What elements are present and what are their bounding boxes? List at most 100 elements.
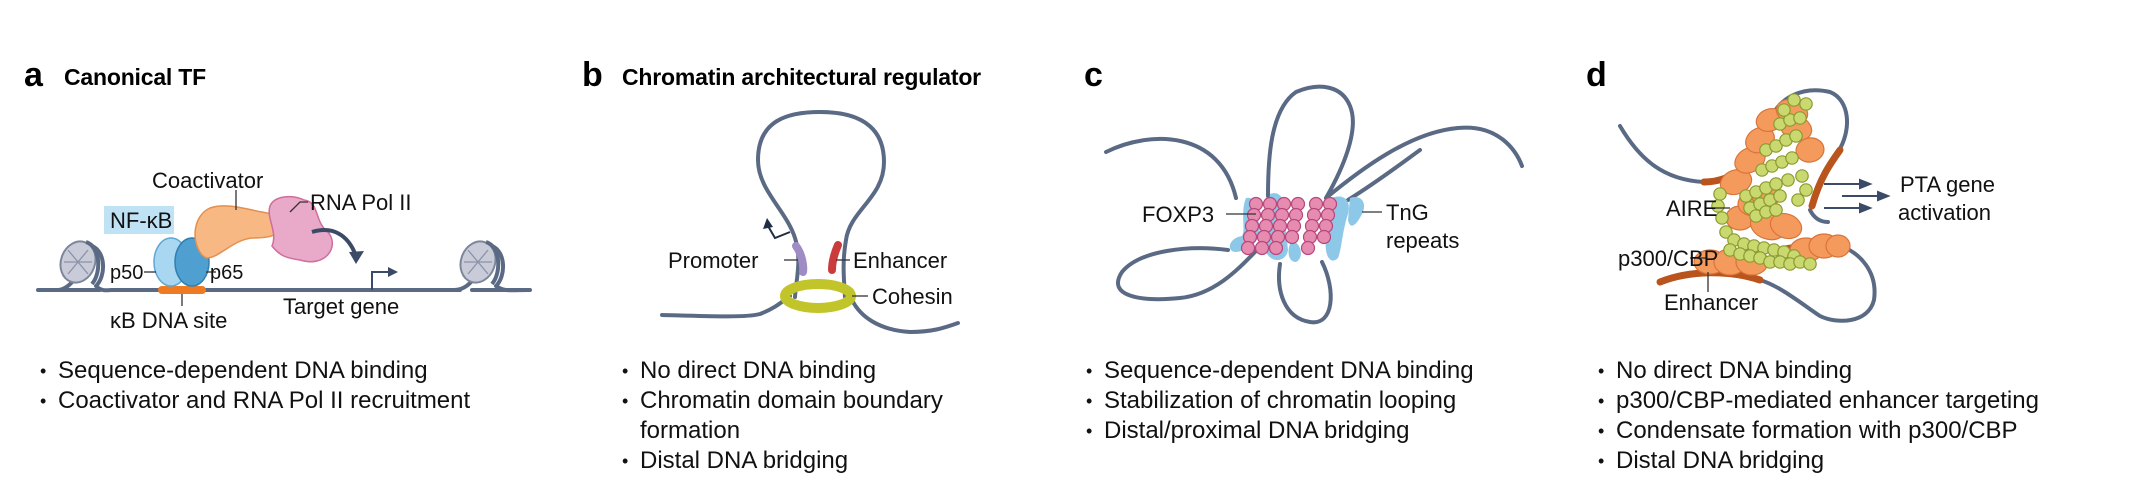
target-gene-label: Target gene	[283, 294, 399, 319]
foxp3-sphere	[1240, 240, 1256, 256]
aire-molecule	[1719, 225, 1733, 239]
feature-item: No direct DNA binding	[620, 356, 1000, 386]
aire-molecule	[1715, 211, 1729, 225]
p300-molecule	[1825, 234, 1851, 258]
panel-title: Canonical TF	[64, 64, 207, 90]
foxp3-label: FOXP3	[1142, 202, 1214, 227]
feature-item: Chromatin domain boundary formation	[620, 386, 980, 446]
foxp3-sphere	[1316, 229, 1332, 245]
aire-molecule	[1773, 189, 1787, 203]
tng-label-2: repeats	[1386, 228, 1459, 253]
aire-molecule	[1785, 151, 1799, 165]
panel-label: d	[1586, 56, 1607, 94]
feature-item: p300/CBP-mediated enhancer targeting	[1596, 386, 2039, 416]
pta-gene-label: PTA gene	[1900, 172, 1995, 197]
dna-strand	[1115, 243, 1264, 302]
promoter-segment	[792, 242, 808, 276]
feature-item: Coactivator and RNA Pol II recruitment	[38, 386, 470, 416]
nucleosome-icon	[56, 240, 114, 293]
chromatin-loop	[755, 109, 887, 299]
dna-strand	[1324, 125, 1524, 200]
aire-molecule	[1769, 203, 1783, 217]
feature-item: Distal/proximal DNA bridging	[1084, 416, 1474, 446]
aire-molecule	[1793, 111, 1807, 125]
panel-label: b	[582, 56, 603, 94]
kb-dna-site	[158, 286, 206, 294]
cohesin-ring	[780, 279, 856, 313]
panel-label: c	[1084, 56, 1103, 94]
aire-molecule	[1791, 193, 1805, 207]
dna-strand	[1104, 136, 1238, 200]
enhancer-label: Enhancer	[853, 248, 947, 273]
foxp3-bridging-diagram: FOXP3 TnG repeats	[1104, 84, 1524, 325]
tss-arrow-icon	[371, 271, 390, 290]
aire-molecule	[1769, 177, 1783, 191]
pta-gene-label-2: activation	[1898, 200, 1991, 225]
coactivator-label: Coactivator	[152, 168, 263, 193]
dna-strand	[660, 294, 792, 319]
panel-b: b Chromatin architectural regulator Prom…	[560, 0, 1080, 492]
panel-c: c FOXP3 TnG repeats Sequence-dependent D…	[1080, 0, 1580, 492]
feature-item: Distal DNA bridging	[620, 446, 1000, 476]
aire-condensate-diagram: AIRE p300/CBP Enhancer PTA gene activati…	[1618, 88, 1995, 323]
aire-molecule	[1769, 139, 1783, 153]
chromatin-loop-diagram: Promoter Enhancer Cohesin	[660, 109, 960, 335]
panel-label: a	[24, 56, 43, 94]
foxp3-cluster	[1240, 196, 1338, 256]
aire-molecule	[1789, 129, 1803, 143]
feature-item: Sequence-dependent DNA binding	[38, 356, 470, 386]
tss-arrow-icon	[767, 225, 791, 240]
feature-list: Sequence-dependent DNA binding Stabiliza…	[1084, 356, 1474, 446]
p300-molecule	[1769, 212, 1803, 240]
panel-a: a Canonical TF NF-κB	[0, 0, 560, 492]
feature-item: Stabilization of chromatin looping	[1084, 386, 1474, 416]
activation-arrows-icon	[1824, 178, 1891, 214]
panel-d: d AIRE p300/CBP Enhancer PTA gene	[1580, 0, 2140, 492]
feature-item: Distal DNA bridging	[1596, 446, 2039, 476]
aire-molecule	[1803, 257, 1817, 271]
foxp3-sphere	[1268, 240, 1284, 256]
dna-strand	[1808, 208, 1830, 224]
dna-strand	[1277, 260, 1333, 325]
nucleosome-icon	[452, 240, 530, 293]
aire-molecule	[1781, 173, 1795, 187]
aire-molecule	[1711, 199, 1725, 213]
aire-molecule	[1777, 103, 1791, 117]
aire-cluster	[1711, 93, 1817, 271]
cohesin-label: Cohesin	[872, 284, 953, 309]
p50-label: p50	[110, 262, 143, 284]
p65-label: p65	[210, 262, 243, 284]
promoter-label: Promoter	[668, 248, 758, 273]
dna-strand	[1758, 243, 1877, 323]
kb-site-label: κB DNA site	[110, 308, 227, 333]
feature-list: No direct DNA binding p300/CBP-mediated …	[1596, 356, 2039, 476]
foxp3-sphere	[1300, 240, 1316, 256]
tng-label: TnG	[1386, 200, 1429, 225]
canonical-tf-diagram: NF-κB p50 p65 Coactivator RNA Pol II κB …	[36, 168, 532, 333]
enhancer-segment	[828, 241, 842, 274]
enhancer-label: Enhancer	[1664, 290, 1758, 315]
p300-cbp-label: p300/CBP	[1618, 246, 1718, 271]
p300-molecule	[1795, 137, 1825, 163]
dna-strand	[1346, 148, 1422, 202]
aire-molecule	[1799, 97, 1813, 111]
nfkb-label: NF-κB	[110, 208, 172, 233]
aire-molecule	[1787, 93, 1801, 107]
feature-item: Condensate formation with p300/CBP	[1596, 416, 2039, 446]
feature-list: Sequence-dependent DNA binding Coactivat…	[38, 356, 470, 416]
foxp3-sphere	[1254, 240, 1270, 256]
dna-strand	[1266, 84, 1355, 200]
aire-molecule	[1799, 183, 1813, 197]
feature-item: Sequence-dependent DNA binding	[1084, 356, 1474, 386]
dna-strand	[850, 298, 960, 335]
feature-item: No direct DNA binding	[1596, 356, 2039, 386]
feature-list: No direct DNA binding Chromatin domain b…	[620, 356, 1000, 476]
aire-molecule	[1795, 169, 1809, 183]
rna-pol-ii-label: RNA Pol II	[310, 190, 411, 215]
aire-label: AIRE	[1666, 196, 1717, 221]
nfkb-highlight	[104, 206, 174, 234]
recruitment-arrow	[311, 228, 358, 257]
foxp3-sphere	[1284, 229, 1300, 245]
rna-pol-ii-shape	[268, 195, 334, 263]
dna-strand	[1618, 124, 1706, 184]
